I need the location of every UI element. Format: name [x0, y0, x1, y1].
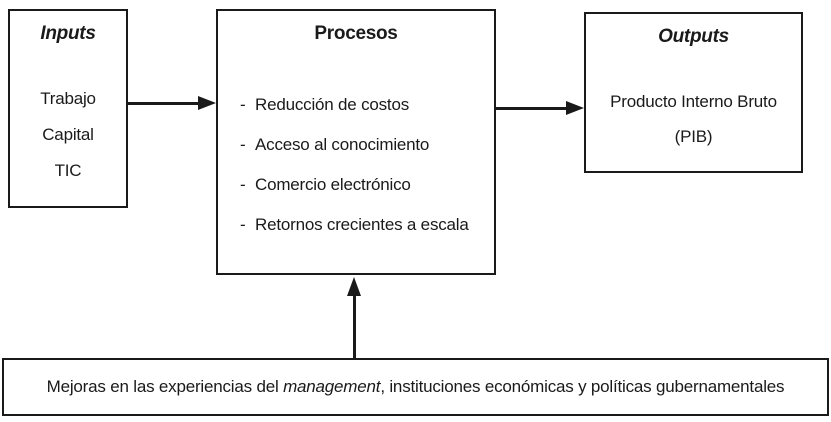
arrow-right-icon — [198, 96, 216, 110]
bottom-text-prefix: Mejoras en las experiencias del — [46, 377, 284, 396]
procesos-item: - Acceso al conocimiento — [218, 125, 494, 165]
outputs-line: (PIB) — [674, 126, 713, 146]
inputs-item-list: Trabajo Capital TIC — [10, 81, 126, 189]
dash-bullet: - — [240, 135, 246, 154]
bottom-bar-box: Mejoras en las experiencias del manageme… — [2, 358, 829, 416]
inputs-title: Inputs — [40, 23, 96, 44]
procesos-title: Procesos — [314, 23, 398, 44]
inputs-item: Capital — [42, 125, 94, 144]
bottom-bar-text: Mejoras en las experiencias del manageme… — [47, 377, 785, 397]
outputs-line-list: Producto Interno Bruto (PIB) — [586, 84, 801, 154]
procesos-item: - Retornos crecientes a escala — [218, 205, 494, 245]
dash-bullet: - — [240, 95, 246, 114]
procesos-item: - Comercio electrónico — [218, 165, 494, 205]
arrow-right-icon — [566, 101, 584, 115]
inputs-item: Trabajo — [40, 89, 96, 108]
procesos-item-label: Comercio electrónico — [255, 175, 411, 194]
arrow-inputs-to-procesos-line — [128, 102, 200, 105]
outputs-line: Producto Interno Bruto — [610, 91, 777, 111]
procesos-item: - Reducción de costos — [218, 85, 494, 125]
arrow-bottom-to-procesos-line — [353, 294, 356, 358]
procesos-item-label: Acceso al conocimiento — [255, 135, 430, 154]
bottom-text-emphasis: management — [283, 377, 381, 396]
procesos-item-list: - Reducción de costos - Acceso al conoci… — [218, 85, 494, 245]
procesos-box: Procesos - Reducción de costos - Acceso … — [216, 9, 496, 275]
bottom-text-suffix: , instituciones económicas y políticas g… — [380, 377, 785, 396]
procesos-item-label: Retornos crecientes a escala — [255, 215, 469, 234]
inputs-box: Inputs Trabajo Capital TIC — [8, 9, 128, 208]
dash-bullet: - — [240, 175, 246, 194]
arrow-up-icon — [347, 277, 361, 296]
inputs-item: TIC — [54, 161, 82, 180]
outputs-box: Outputs Producto Interno Bruto (PIB) — [584, 12, 803, 173]
arrow-procesos-to-outputs-line — [496, 107, 568, 110]
dash-bullet: - — [240, 215, 246, 234]
procesos-item-label: Reducción de costos — [255, 95, 410, 114]
outputs-title: Outputs — [658, 26, 729, 47]
